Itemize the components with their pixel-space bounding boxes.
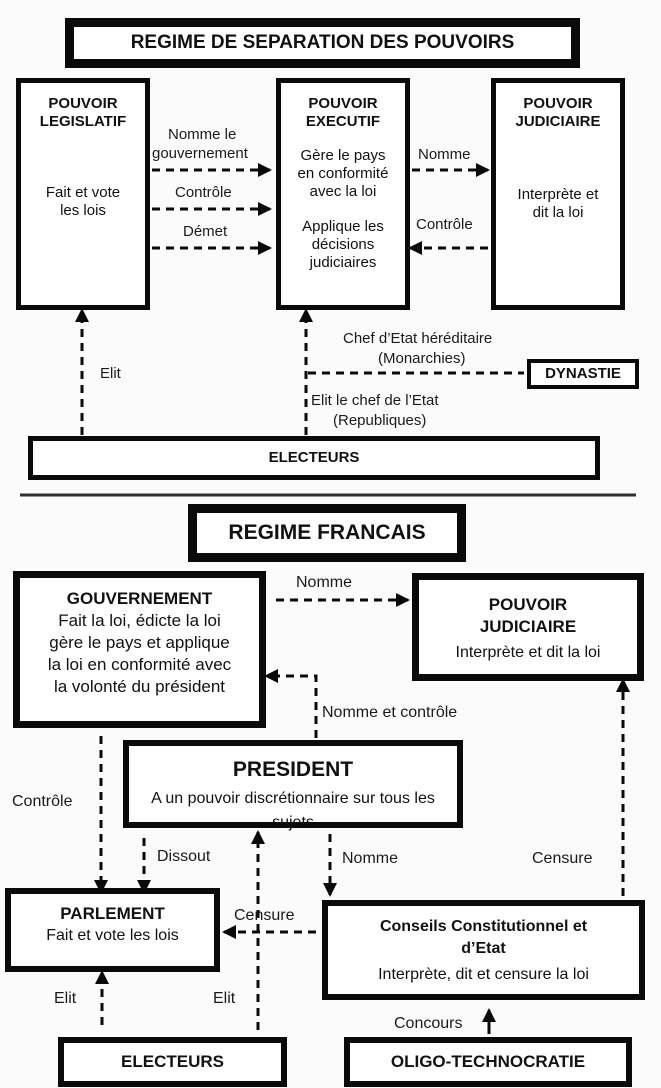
executif-title-1: POUVOIR bbox=[308, 95, 378, 112]
box-electeurs-fr: ELECTEURS bbox=[58, 1037, 287, 1087]
judiciaire-title-1: POUVOIR bbox=[523, 95, 593, 112]
box-conseils: Conseils Constitutionnel et d’Etat Inter… bbox=[322, 900, 645, 1000]
label-elit-president: Elit bbox=[213, 990, 236, 1007]
executif-desc-1: Gère le pays bbox=[300, 147, 386, 164]
label-controle-jud: Contrôle bbox=[416, 216, 473, 233]
label-nomme-jud: Nomme bbox=[418, 146, 471, 163]
label-nomme-controle: Nomme et contrôle bbox=[322, 704, 458, 721]
gouvernement-desc-4: la volonté du président bbox=[53, 677, 226, 696]
conseils-title-1: Conseils Constitutionnel et bbox=[379, 918, 588, 935]
label-chef-hereditaire: Chef d’Etat héréditaire bbox=[343, 330, 493, 347]
arrow-nomme-controle bbox=[264, 669, 318, 738]
judiciaire-fr-desc: Interprète et dit la loi bbox=[455, 644, 601, 661]
gouvernement-desc-3: la loi en conformité avec bbox=[47, 655, 232, 674]
label-republiques: (Republiques) bbox=[333, 412, 427, 429]
label-elit: Elit bbox=[100, 365, 121, 382]
gouvernement-desc-1: Fait la loi, édicte la loi bbox=[58, 611, 221, 630]
legislatif-desc-2: les lois bbox=[60, 202, 106, 219]
label-controle-parl: Contrôle bbox=[12, 793, 73, 810]
box-oligo-technocratie: OLIGO-TECHNOCRATIE bbox=[344, 1037, 632, 1087]
label-censure-jud: Censure bbox=[532, 850, 593, 867]
box-pouvoir-judiciaire: POUVOIR JUDICIAIRE Interprète et dit la … bbox=[491, 78, 625, 310]
label-elit-chef: Elit le chef de l’Etat bbox=[311, 392, 439, 409]
label-dissout: Dissout bbox=[157, 848, 211, 865]
box-pouvoir-executif: POUVOIR EXECUTIF Gère le pays en conform… bbox=[276, 78, 410, 310]
box-parlement: PARLEMENT Fait et vote les lois bbox=[5, 888, 220, 972]
judiciaire-title-2: JUDICIAIRE bbox=[515, 113, 601, 130]
label-nomme-le: Nomme le bbox=[168, 126, 237, 143]
parlement-desc: Fait et vote les lois bbox=[46, 927, 179, 944]
judiciaire-fr-title-2: JUDICIAIRE bbox=[479, 617, 577, 636]
judiciaire-desc-1: Interprète et bbox=[517, 186, 599, 203]
box-judiciaire-fr: POUVOIR JUDICIAIRE Interprète et dit la … bbox=[412, 573, 644, 681]
judiciaire-desc-2: dit la loi bbox=[532, 204, 584, 221]
label-monarchies: (Monarchies) bbox=[378, 350, 466, 367]
box-gouvernement: GOUVERNEMENT Fait la loi, édicte la loi … bbox=[13, 571, 266, 728]
label-controle-leg: Contrôle bbox=[175, 184, 232, 201]
bottom-title: REGIME FRANCAIS bbox=[228, 521, 426, 544]
top-title-box: REGIME DE SEPARATION DES POUVOIRS bbox=[65, 18, 580, 68]
president-title: PRESIDENT bbox=[232, 758, 354, 781]
dynastie-label: DYNASTIE bbox=[545, 365, 621, 382]
bottom-title-box: REGIME FRANCAIS bbox=[188, 504, 466, 562]
executif-desc-5: décisions bbox=[311, 236, 375, 253]
label-nomme: Nomme bbox=[342, 850, 399, 867]
president-desc: A un pouvoir discrétionnaire sur tous le… bbox=[151, 790, 435, 831]
gouvernement-title: GOUVERNEMENT bbox=[66, 589, 213, 608]
box-pouvoir-legislatif: POUVOIR LEGISLATIF Fait et vote les lois bbox=[16, 78, 150, 310]
executif-title-2: EXECUTIF bbox=[305, 113, 381, 130]
executif-desc-2: en conformité bbox=[297, 165, 389, 182]
legislatif-desc-1: Fait et vote bbox=[45, 184, 121, 201]
oligo-label: OLIGO-TECHNOCRATIE bbox=[390, 1052, 586, 1071]
legislatif-title-1: POUVOIR bbox=[48, 95, 118, 112]
label-concours: Concours bbox=[394, 1015, 463, 1032]
electeurs-fr-label: ELECTEURS bbox=[121, 1052, 224, 1071]
label-nomme-top: Nomme bbox=[296, 574, 353, 591]
electeurs-top-label: ELECTEURS bbox=[268, 449, 360, 466]
parlement-title: PARLEMENT bbox=[60, 904, 165, 923]
top-title: REGIME DE SEPARATION DES POUVOIRS bbox=[130, 32, 515, 53]
label-gouvernement: gouvernement bbox=[152, 145, 248, 162]
label-censure-parl: Censure bbox=[234, 907, 295, 924]
box-dynastie: DYNASTIE bbox=[527, 359, 639, 389]
gouvernement-desc-2: gère le pays et applique bbox=[49, 633, 230, 652]
legislatif-title-2: LEGISLATIF bbox=[39, 113, 127, 130]
executif-desc-6: judiciaires bbox=[309, 254, 377, 271]
conseils-title-2: d’Etat bbox=[461, 940, 506, 957]
box-president: PRESIDENT A un pouvoir discrétionnaire s… bbox=[123, 740, 463, 831]
executif-desc-4: Applique les bbox=[302, 218, 384, 235]
conseils-desc: Interprète, dit et censure la loi bbox=[378, 966, 589, 983]
label-demet: Démet bbox=[183, 223, 228, 240]
judiciaire-fr-title-1: POUVOIR bbox=[488, 595, 568, 614]
executif-desc-3: avec la loi bbox=[309, 183, 377, 200]
box-electeurs-top: ELECTEURS bbox=[28, 436, 600, 480]
label-elit-parl: Elit bbox=[54, 990, 77, 1007]
